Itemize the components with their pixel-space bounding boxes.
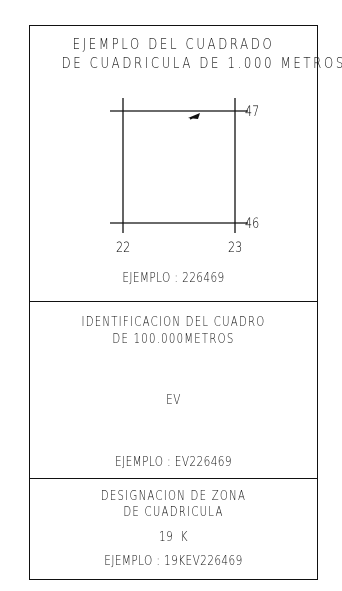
- label-easting-22: 22: [116, 239, 130, 256]
- section1-title-line2: DE CUADRICULA DE 1.000 METROS: [61, 54, 342, 72]
- divider-2: [30, 478, 317, 479]
- label-northing-47: 47: [245, 103, 259, 120]
- section3-title-line2: DE CUADRICULA: [123, 505, 224, 520]
- divider-1: [30, 301, 317, 302]
- section2-code: EV: [166, 392, 181, 408]
- grid-square-diagram: 47 46 22 23: [110, 98, 259, 256]
- section1-example: EJEMPLO : 226469: [122, 270, 225, 286]
- section3-example: EJEMPLO : 19KEV226469: [104, 553, 243, 569]
- label-easting-23: 23: [228, 239, 242, 256]
- section2-title-line1: IDENTIFICACION DEL CUADRO: [81, 315, 266, 330]
- location-marker-icon: [188, 113, 200, 119]
- legend-frame: EJEMPLO DEL CUADRADO DE CUADRICULA DE 1.…: [29, 25, 342, 580]
- label-northing-46: 46: [245, 215, 259, 232]
- section2-title-line2: DE 100.000METROS: [112, 332, 235, 347]
- section3-title-line1: DESIGNACION DE ZONA: [100, 489, 247, 504]
- section1-title-line1: EJEMPLO DEL CUADRADO: [72, 35, 275, 53]
- section3-zone: 19 K: [159, 529, 188, 545]
- section2-example: EJEMPLO : EV226469: [115, 454, 232, 470]
